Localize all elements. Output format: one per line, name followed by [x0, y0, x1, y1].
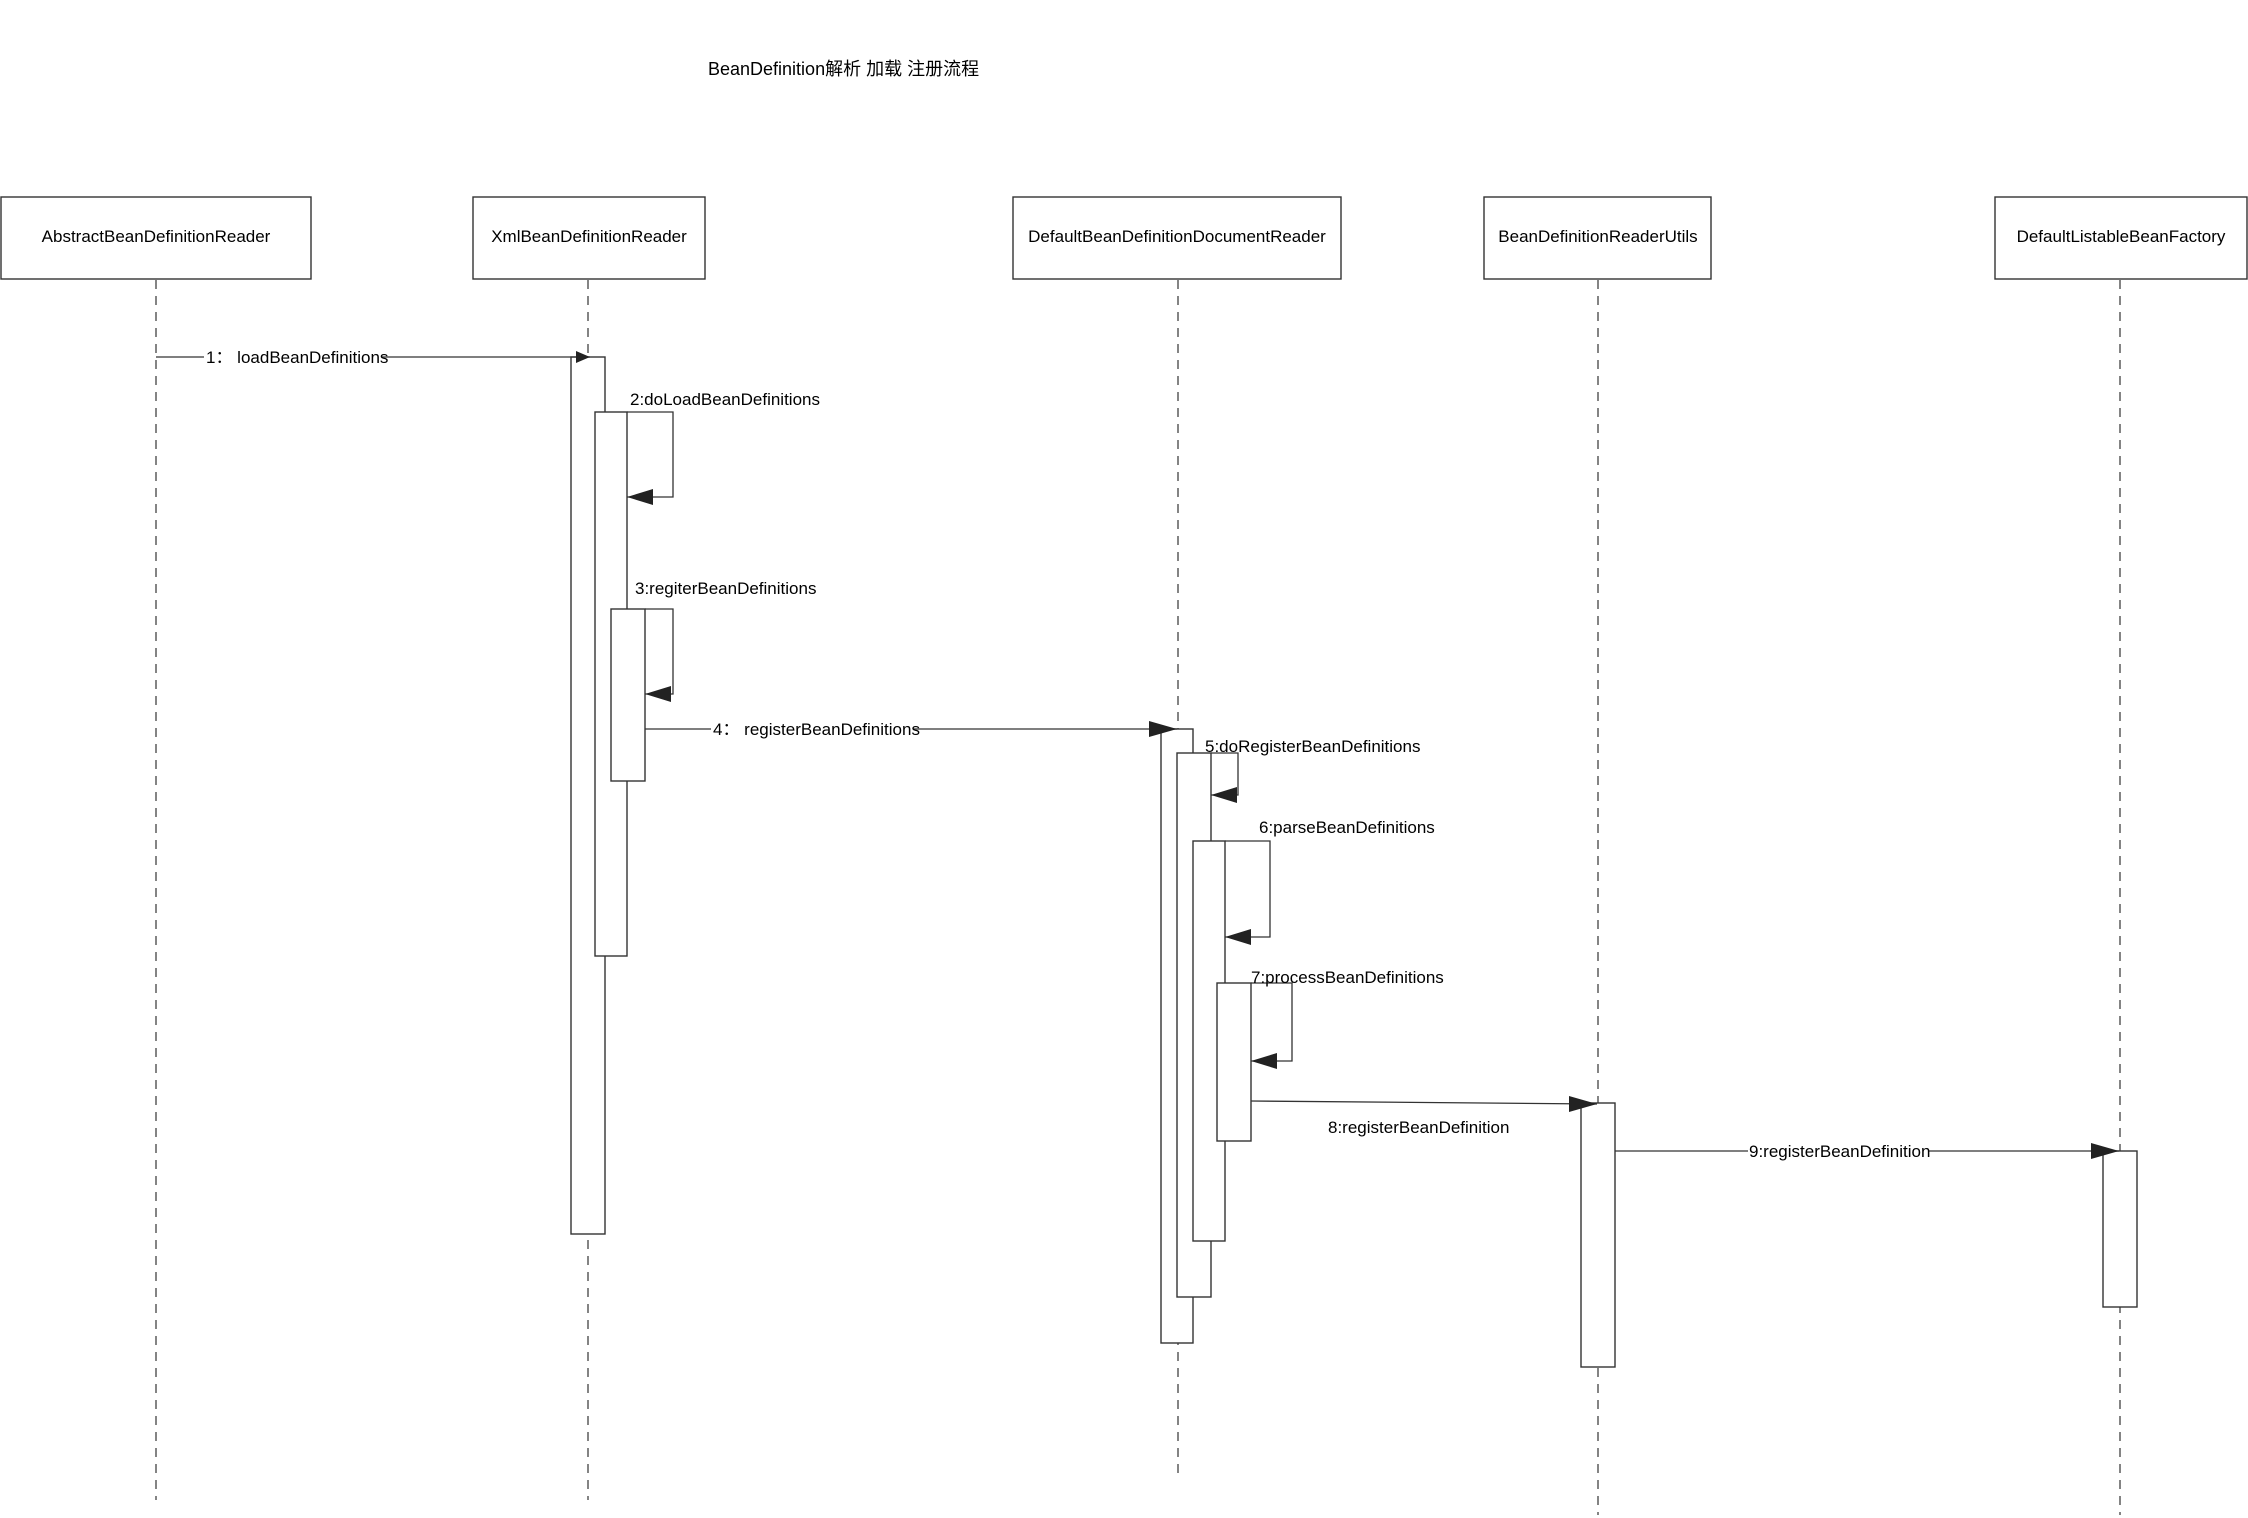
participant-abstract-reader[interactable]: AbstractBeanDefinitionReader: [0, 196, 312, 280]
activation-bean-factory: [2102, 1150, 2138, 1308]
participant-bean-factory[interactable]: DefaultListableBeanFactory: [1994, 196, 2248, 280]
message-9: 9:registerBeanDefinition: [1615, 1141, 2119, 1161]
message-label: 1： loadBeanDefinitions: [206, 348, 388, 367]
participant-label: DefaultBeanDefinitionDocumentReader: [1028, 227, 1326, 246]
participant-label: XmlBeanDefinitionReader: [491, 227, 687, 246]
participant-label: AbstractBeanDefinitionReader: [42, 227, 271, 246]
participant-xml-reader[interactable]: XmlBeanDefinitionReader: [472, 196, 706, 280]
message-label: 6:parseBeanDefinitions: [1259, 818, 1435, 837]
message-label: 4： registerBeanDefinitions: [713, 720, 920, 739]
message-label: 7:processBeanDefinitions: [1251, 968, 1444, 987]
participant-label: DefaultListableBeanFactory: [2017, 227, 2226, 246]
message-3: 3:regiterBeanDefinitions: [635, 579, 816, 702]
activation-xml-reader-3: [610, 608, 646, 782]
message-label: 2:doLoadBeanDefinitions: [630, 390, 820, 409]
message-label: 5:doRegisterBeanDefinitions: [1205, 737, 1420, 756]
message-label: 9:registerBeanDefinition: [1749, 1142, 1930, 1161]
message-7: 7:processBeanDefinitions: [1251, 968, 1444, 1069]
activation-reader-utils: [1580, 1102, 1616, 1368]
message-label: 3:regiterBeanDefinitions: [635, 579, 816, 598]
participant-document-reader[interactable]: DefaultBeanDefinitionDocumentReader: [1012, 196, 1342, 280]
diagram-title: BeanDefinition解析 加载 注册流程: [708, 59, 979, 79]
message-8: 8:registerBeanDefinition: [1250, 1096, 1598, 1137]
message-2: 2:doLoadBeanDefinitions: [627, 390, 820, 505]
participant-reader-utils[interactable]: BeanDefinitionReaderUtils: [1483, 196, 1712, 280]
message-label: 8:registerBeanDefinition: [1328, 1118, 1509, 1137]
participant-label: BeanDefinitionReaderUtils: [1498, 227, 1697, 246]
message-5: 5:doRegisterBeanDefinitions: [1205, 737, 1420, 803]
message-4: 4： registerBeanDefinitions: [645, 719, 1177, 739]
message-6: 6:parseBeanDefinitions: [1225, 818, 1435, 945]
activation-document-reader-4: [1216, 982, 1252, 1142]
message-1: 1： loadBeanDefinitions: [156, 347, 590, 367]
